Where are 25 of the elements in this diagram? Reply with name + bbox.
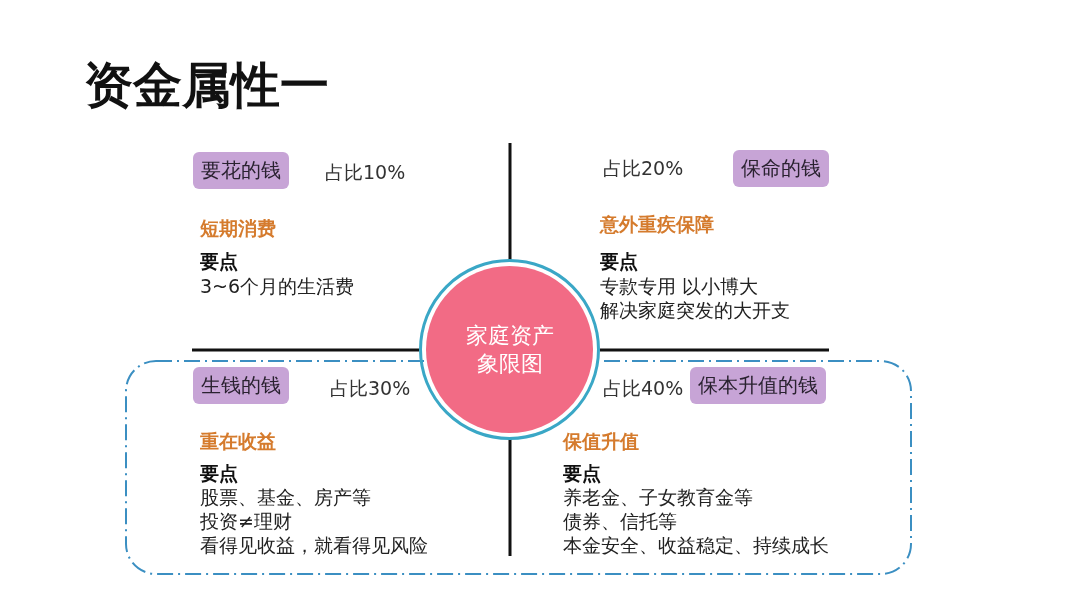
percentage-text: 占比40% <box>603 376 684 400</box>
category-tag: 生钱的钱 <box>193 367 289 404</box>
percentage-text: 占比30% <box>330 376 411 400</box>
point-text: 养老金、子女教育金等 <box>563 485 753 509</box>
key-points-heading: 要点 <box>200 461 238 485</box>
percentage-text: 占比20% <box>603 156 684 180</box>
point-text: 专款专用 以小博大 <box>600 274 759 298</box>
point-text: 本金安全、收益稳定、持续成长 <box>563 533 829 557</box>
section-heading: 重在收益 <box>200 429 276 453</box>
category-tag: 保命的钱 <box>733 150 829 187</box>
percentage-text: 占比10% <box>325 160 406 184</box>
point-text: 看得见收益，就看得见风险 <box>200 533 428 557</box>
key-points-heading: 要点 <box>563 461 601 485</box>
key-points-heading: 要点 <box>600 249 638 273</box>
point-text: 3~6个月的生活费 <box>200 274 355 298</box>
page-title: 资金属性一 <box>84 57 329 115</box>
section-heading: 意外重疾保障 <box>600 212 714 236</box>
key-points-heading: 要点 <box>200 249 238 273</box>
category-tag: 要花的钱 <box>193 152 289 189</box>
point-text: 股票、基金、房产等 <box>200 485 371 509</box>
section-heading: 短期消费 <box>200 216 276 240</box>
point-text: 投资≠理财 <box>200 509 292 533</box>
point-text: 债券、信托等 <box>563 509 677 533</box>
point-text: 解决家庭突发的大开支 <box>600 298 790 322</box>
category-tag: 保本升值的钱 <box>690 367 826 404</box>
